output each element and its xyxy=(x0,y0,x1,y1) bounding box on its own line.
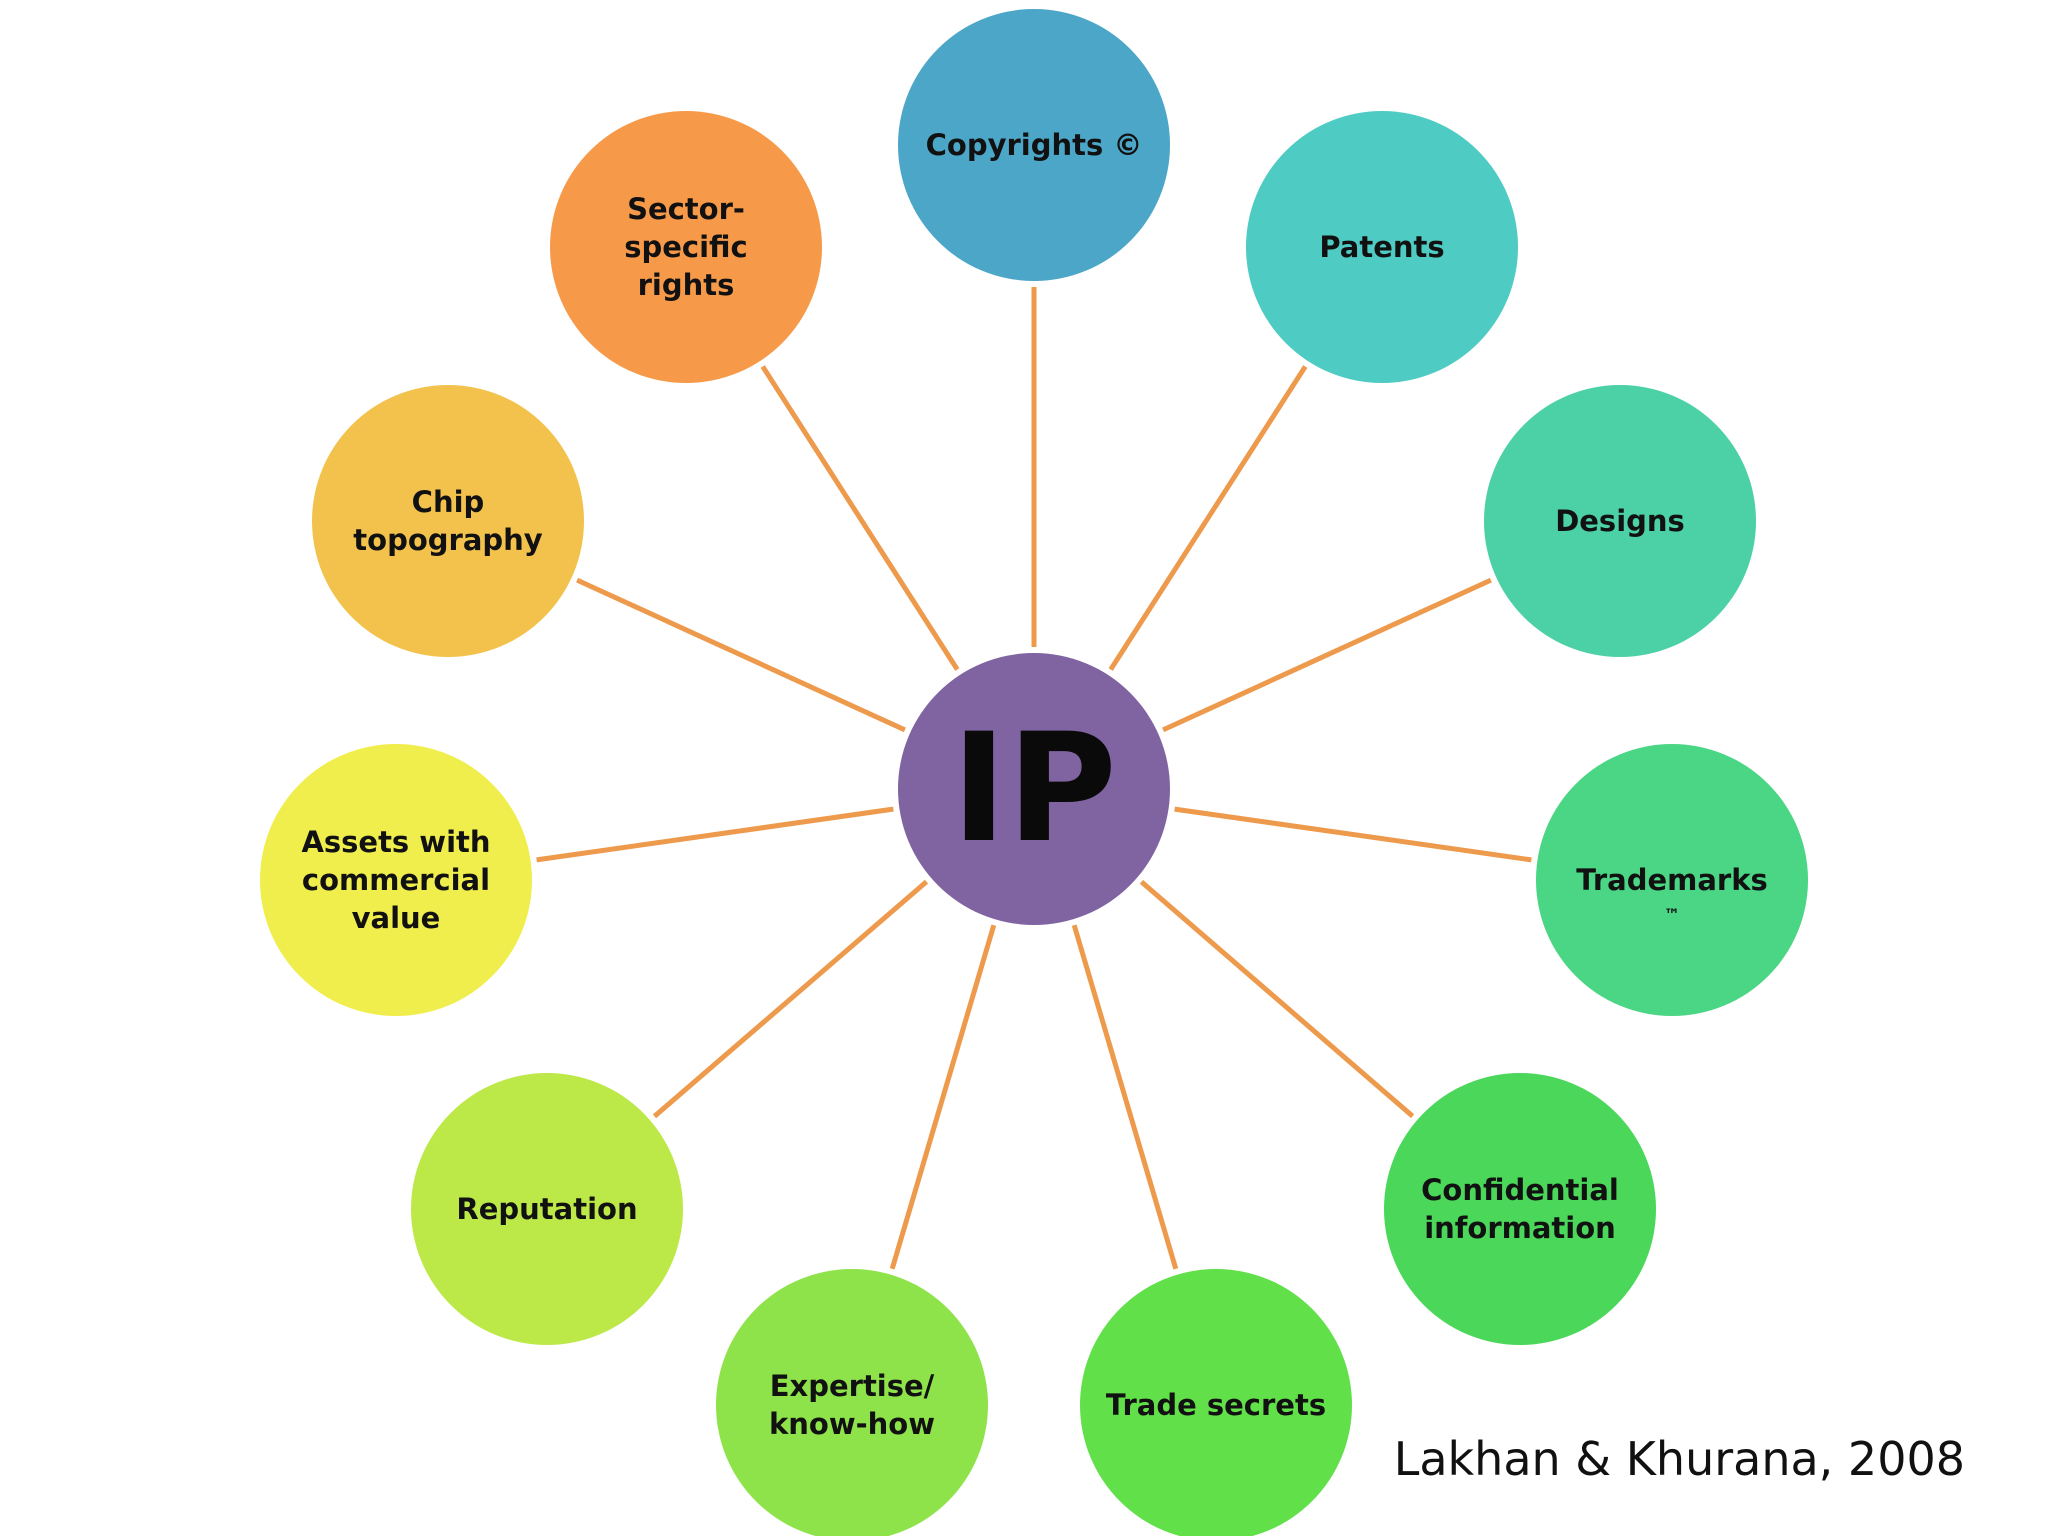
connector-assets-with-commercial-value xyxy=(536,806,894,863)
connector-reputation xyxy=(652,879,929,1119)
node-circle-reputation xyxy=(411,1073,683,1345)
node-expertise-know-how: Expertise/know-how xyxy=(716,1269,988,1536)
citation: Lakhan & Khurana, 2008 xyxy=(1393,1432,1965,1486)
hub-label: IP xyxy=(951,702,1117,876)
node-circle-expertise-know-how xyxy=(716,1269,988,1536)
connector-trademarks xyxy=(1174,806,1532,863)
node-label-trademarks: Trademarks xyxy=(1576,863,1768,897)
node-label-designs: Designs xyxy=(1555,504,1685,538)
node-circle-patents xyxy=(1246,111,1518,383)
node-label-sector-specific-rights: rights xyxy=(638,268,735,302)
node-label-chip-topography: topography xyxy=(353,523,543,557)
node-circle-assets-with-commercial-value xyxy=(260,744,532,1016)
connector-patents xyxy=(1108,365,1308,671)
node-circle-trademarks xyxy=(1536,744,1808,1016)
node-chip-topography: Chip topography xyxy=(312,385,584,657)
node-label-confidential-information: Confidential xyxy=(1421,1173,1619,1207)
node-trade-secrets: Trade secrets xyxy=(1080,1269,1352,1536)
node-label-sector-specific-rights: specific xyxy=(624,230,748,264)
node-label-copyrights: Copyrights © xyxy=(926,128,1143,162)
node-label-patents: Patents xyxy=(1319,230,1444,264)
node-label-assets-with-commercial-value: Assets with xyxy=(301,825,490,859)
node-patents: Patents xyxy=(1246,111,1518,383)
node-designs: Designs xyxy=(1484,385,1756,657)
node-label-assets-with-commercial-value: commercial xyxy=(302,863,490,897)
connector-sector-specific-rights xyxy=(760,365,960,671)
node-assets-with-commercial-value: Assets with commercial value xyxy=(260,744,532,1016)
connector-expertise-know-how xyxy=(889,924,997,1270)
node-circle-chip-topography xyxy=(312,385,584,657)
node-label-trade-secrets: Trade secrets xyxy=(1106,1388,1326,1422)
node-confidential-information: Confidential information xyxy=(1384,1073,1656,1345)
node-reputation: Reputation xyxy=(411,1073,683,1345)
connector-designs xyxy=(1162,577,1492,733)
connector-chip-topography xyxy=(576,577,906,733)
connector-confidential-information xyxy=(1139,879,1415,1119)
node-label-sector-specific-rights: Sector- xyxy=(627,192,745,226)
node-circle-copyrights xyxy=(898,9,1170,281)
node-label-reputation: Reputation xyxy=(456,1192,637,1226)
hub-node: IP xyxy=(898,653,1170,925)
node-circle-trade-secrets xyxy=(1080,1269,1352,1536)
node-sublabel-trademarks: ™ xyxy=(1664,905,1680,924)
hub-circle xyxy=(898,653,1170,925)
connector-lines xyxy=(536,287,1532,1270)
node-circle-confidential-information xyxy=(1384,1073,1656,1345)
node-label-expertise-know-how: know-how xyxy=(769,1407,935,1441)
node-label-confidential-information: information xyxy=(1424,1211,1616,1245)
node-label-assets-with-commercial-value: value xyxy=(352,901,441,935)
node-circle-designs xyxy=(1484,385,1756,657)
node-copyrights: Copyrights © xyxy=(898,9,1170,281)
node-label-chip-topography: Chip xyxy=(412,485,485,519)
node-trademarks: Trademarks ™ xyxy=(1536,744,1808,1016)
connector-trade-secrets xyxy=(1071,924,1179,1270)
node-sector-specific-rights: Sector-specific rights xyxy=(550,111,822,383)
node-circle-sector-specific-rights xyxy=(550,111,822,383)
node-label-expertise-know-how: Expertise/ xyxy=(770,1369,935,1403)
